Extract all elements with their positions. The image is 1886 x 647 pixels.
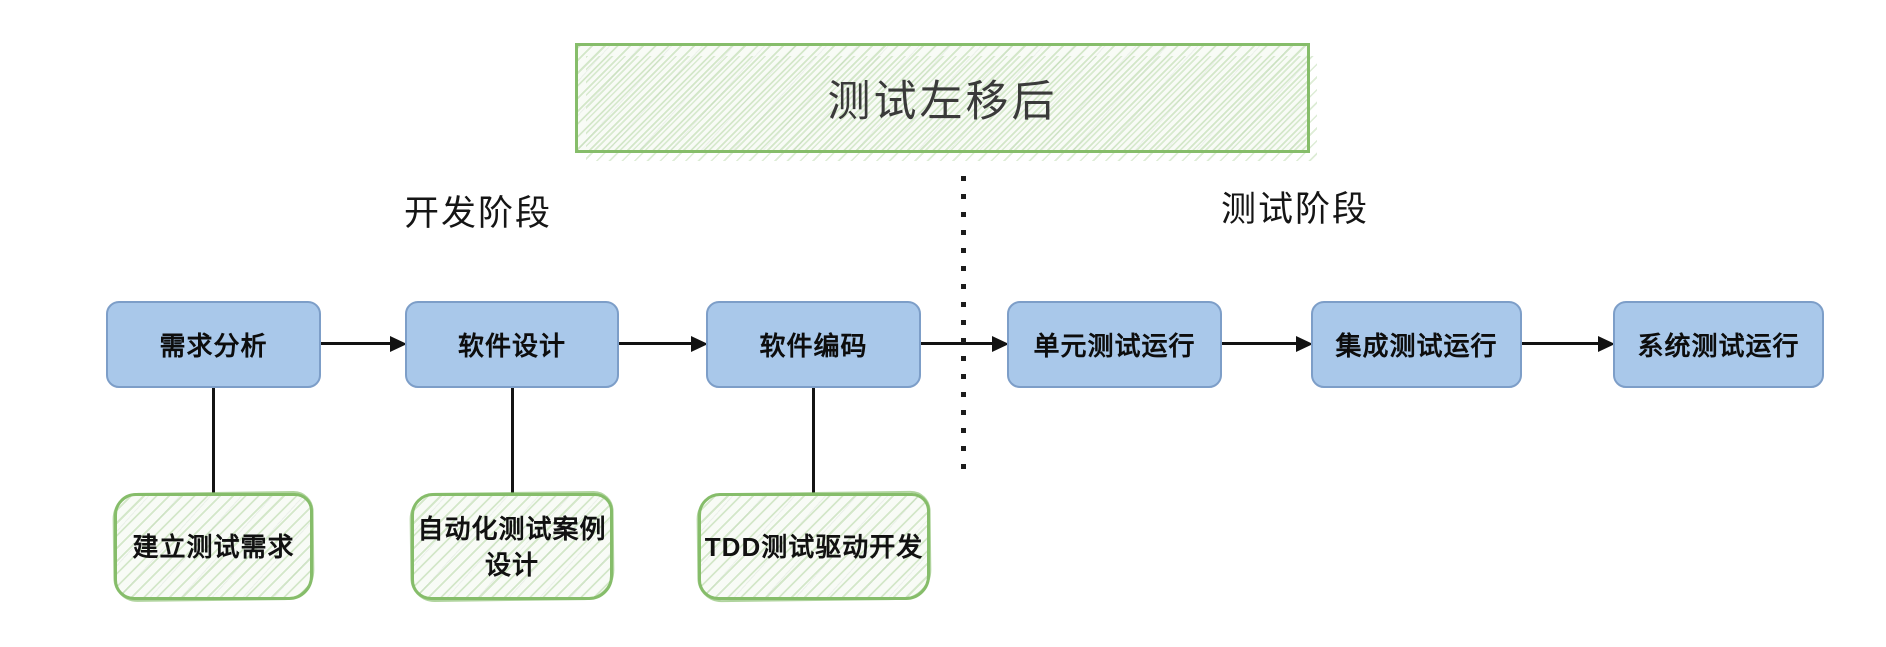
flow-arrow — [1519, 335, 1615, 352]
flow-arrow — [1220, 335, 1313, 352]
flow-arrow — [919, 335, 1009, 352]
title-banner: 测试左移后 — [575, 43, 1317, 161]
arrow-shaft — [919, 342, 992, 345]
phase-label-testing: 测试阶段 — [1220, 190, 1369, 229]
flow-node-integration-test-run: 集成测试运行 — [1311, 301, 1522, 388]
flow-node-software-coding: 软件编码 — [706, 301, 921, 388]
phase-divider-dotted-line — [961, 176, 966, 472]
arrow-right-icon — [691, 335, 708, 352]
note-automated-test-case-design: 自动化测试案例 设计 — [411, 493, 613, 600]
arrow-shaft — [617, 342, 691, 345]
connector-line — [212, 387, 215, 495]
diagram-title: 测试左移后 — [827, 78, 1058, 126]
flow-node-requirements-analysis: 需求分析 — [106, 301, 321, 388]
flow-node-software-design: 软件设计 — [405, 301, 619, 388]
connector-line — [511, 387, 514, 495]
flow-arrow — [617, 335, 708, 352]
flow-arrow — [319, 335, 407, 352]
note-establish-test-requirements: 建立测试需求 — [114, 493, 313, 600]
note-tdd-test-driven-development: TDD测试驱动开发 — [698, 493, 930, 600]
connector-line — [812, 387, 815, 495]
arrow-right-icon — [992, 335, 1009, 352]
arrow-shaft — [1519, 342, 1598, 345]
arrow-shaft — [319, 342, 390, 345]
arrow-right-icon — [1598, 335, 1615, 352]
flow-node-unit-test-run: 单元测试运行 — [1007, 301, 1222, 388]
arrow-right-icon — [1296, 335, 1313, 352]
flow-node-system-test-run: 系统测试运行 — [1613, 301, 1824, 388]
arrow-shaft — [1220, 342, 1296, 345]
arrow-right-icon — [390, 335, 407, 352]
phase-label-development: 开发阶段 — [403, 194, 552, 233]
